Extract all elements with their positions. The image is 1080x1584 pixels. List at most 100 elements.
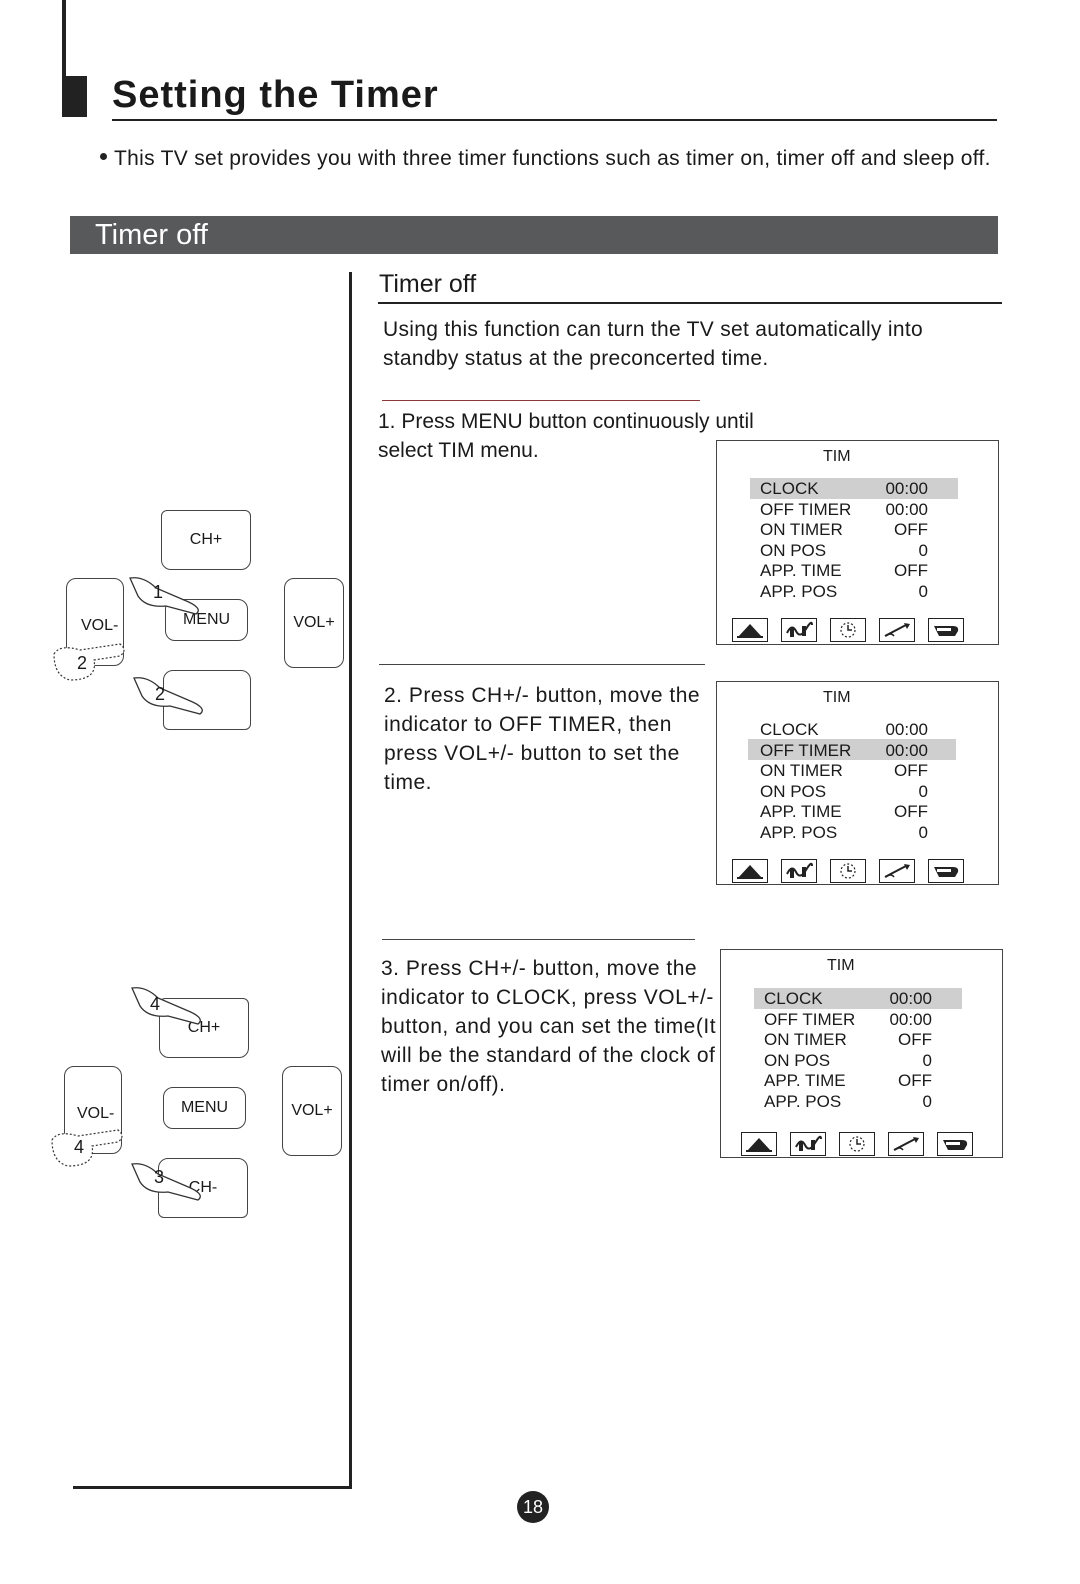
osd-icon-bar xyxy=(741,1132,973,1158)
subheading-underline xyxy=(378,302,1002,304)
osd-row: OFF TIMER 00:00 xyxy=(760,740,940,761)
osd-row-value: 00:00 xyxy=(885,740,928,760)
osd-row-value: 0 xyxy=(922,1050,932,1070)
osd-row-label: APP. POS xyxy=(764,1091,842,1111)
osd-row-label: OFF TIMER xyxy=(764,1009,856,1029)
osd-title: TIM xyxy=(823,448,851,465)
picture-icon xyxy=(732,859,768,883)
osd-row-label: APP. POS xyxy=(760,581,838,601)
setup-icon xyxy=(888,1132,924,1156)
ch-plus-key: CH+ xyxy=(159,998,249,1058)
osd-row-value: 00:00 xyxy=(885,499,928,519)
header-bar-vertical xyxy=(62,0,66,80)
step-marker: 2 xyxy=(77,653,88,673)
picture-icon xyxy=(741,1132,777,1156)
sound-icon xyxy=(781,618,817,642)
osd-row-value: 00:00 xyxy=(885,720,928,739)
column-divider xyxy=(349,272,352,1489)
menu-key: MENU xyxy=(163,1087,246,1129)
osd-row: APP. POS 0 xyxy=(760,822,940,843)
description-text: Using this function can turn the TV set … xyxy=(383,318,923,370)
page-title: Setting the Timer xyxy=(112,74,439,116)
osd-icon-bar xyxy=(732,618,964,644)
step-marker: 4 xyxy=(74,1137,85,1157)
vol-plus-key: VOL+ xyxy=(282,1066,342,1156)
subheading: Timer off xyxy=(379,270,477,298)
osd-row: ON TIMER OFF xyxy=(760,760,940,781)
step-2-text: 2. Press CH+/- button, move the indicato… xyxy=(384,684,701,794)
ch-plus-key: CH+ xyxy=(161,510,251,570)
osd-row-value: 00:00 xyxy=(889,989,932,1008)
osd-row: ON POS 0 xyxy=(760,781,940,802)
osd-row-value: 0 xyxy=(918,781,928,801)
osd-row-label: APP. TIME xyxy=(760,561,842,580)
osd-row: CLOCK 00:00 xyxy=(760,719,940,740)
osd-row-label: OFF TIMER xyxy=(760,499,852,519)
osd-highlight xyxy=(748,739,956,760)
osd-row: OFF TIMER 00:00 xyxy=(760,499,940,520)
osd-title: TIM xyxy=(823,689,851,706)
sound-icon xyxy=(790,1132,826,1156)
osd-row-label: ON TIMER xyxy=(760,520,843,539)
bottom-rule xyxy=(73,1486,352,1489)
function-icon xyxy=(928,859,964,883)
osd-row-label: APP. POS xyxy=(760,822,838,842)
setup-icon xyxy=(879,618,915,642)
picture-icon xyxy=(732,618,768,642)
osd-row-value: 0 xyxy=(918,540,928,560)
osd-row-label: ON TIMER xyxy=(760,761,843,780)
osd-highlight xyxy=(750,478,958,499)
header-block xyxy=(62,76,87,117)
sound-icon xyxy=(781,859,817,883)
setup-icon xyxy=(879,859,915,883)
bullet-dot xyxy=(100,153,107,160)
osd-row-label: OFF TIMER xyxy=(760,740,852,760)
osd-row-label: APP. TIME xyxy=(764,1071,846,1090)
hand-pointer-icon xyxy=(129,577,199,615)
step-marker: 4 xyxy=(150,994,161,1014)
hand-pointer-icon xyxy=(51,1129,123,1167)
osd-row-label: ON POS xyxy=(760,781,827,801)
osd-row-label: CLOCK xyxy=(760,479,819,498)
osd-row-value: 0 xyxy=(918,822,928,842)
osd-row: ON TIMER OFF xyxy=(760,519,940,540)
osd-highlight xyxy=(754,988,962,1009)
osd-row-label: ON TIMER xyxy=(764,1030,847,1049)
function-icon xyxy=(928,618,964,642)
step-marker: 1 xyxy=(153,582,164,602)
osd-row-label: ON POS xyxy=(760,540,827,560)
osd-row-value: OFF xyxy=(898,1030,932,1049)
osd-row-label: APP. TIME xyxy=(760,802,842,821)
osd-row-value: OFF xyxy=(894,520,928,539)
step-divider-3 xyxy=(382,939,695,940)
osd-row-value: OFF xyxy=(894,761,928,780)
hand-pointer-icon xyxy=(131,987,201,1025)
page-number-badge: 18 xyxy=(517,1491,549,1523)
osd-row: ON POS 0 xyxy=(760,540,940,561)
osd-row: CLOCK 00:00 xyxy=(764,988,944,1009)
osd-row: ON TIMER OFF xyxy=(764,1029,944,1050)
page-number: 18 xyxy=(522,1496,544,1517)
step-marker: 3 xyxy=(154,1167,165,1187)
osd-row-label: CLOCK xyxy=(764,989,823,1008)
hand-pointer-icon xyxy=(131,1163,201,1201)
osd-row: APP. TIME OFF xyxy=(760,801,940,822)
title-underline xyxy=(112,119,997,121)
intro-text: This TV set provides you with three time… xyxy=(114,147,991,170)
osd-row-value: OFF xyxy=(894,802,928,821)
timer-icon xyxy=(830,618,866,642)
step-3-text: 3. Press CH+/- button, move the indicato… xyxy=(381,957,717,1096)
osd-row-value: OFF xyxy=(894,561,928,580)
osd-row-label: CLOCK xyxy=(760,720,819,739)
osd-row-value: 0 xyxy=(922,1091,932,1111)
vol-plus-key: VOL+ xyxy=(284,578,344,668)
osd-row: APP. POS 0 xyxy=(764,1091,944,1112)
hand-pointer-icon xyxy=(133,677,203,715)
